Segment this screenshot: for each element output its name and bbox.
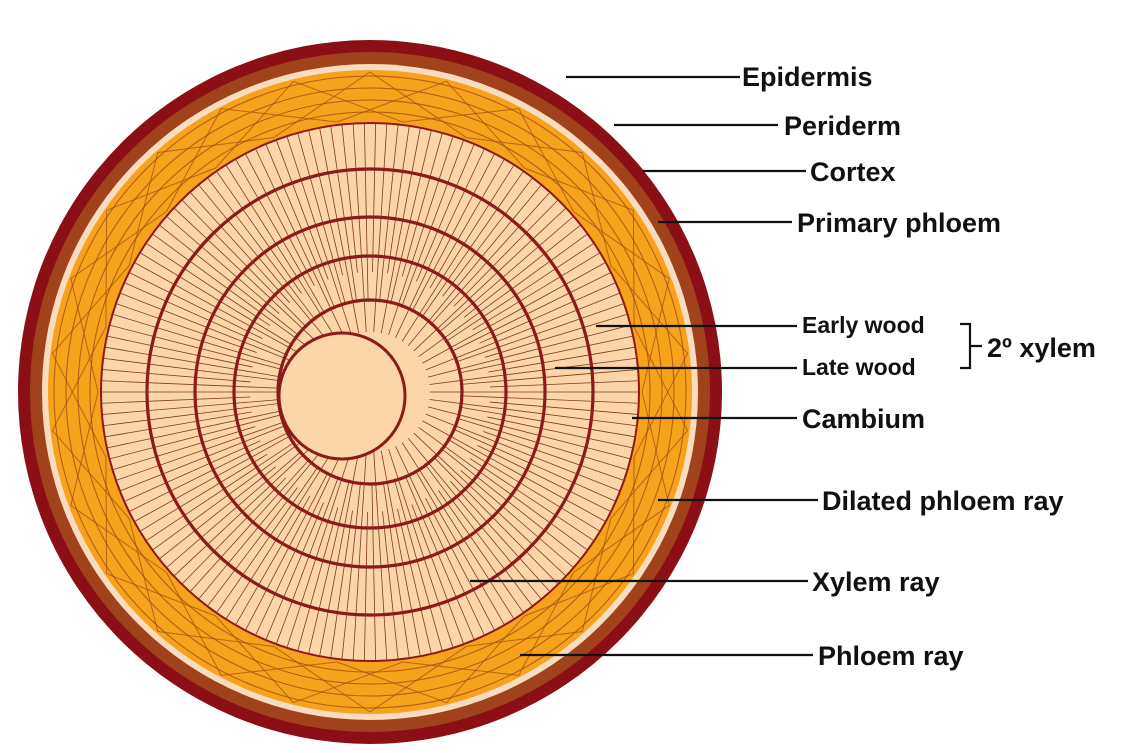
label-epidermis: Epidermis (742, 62, 873, 92)
label-secondary-xylem: 2º xylem (987, 333, 1096, 363)
label-cambium: Cambium (802, 404, 925, 434)
label-periderm: Periderm (784, 111, 901, 141)
label-early-wood: Early wood (802, 312, 925, 338)
label-xylem-ray: Xylem ray (812, 567, 940, 597)
label-dilated-phloem-ray: Dilated phloem ray (822, 486, 1064, 516)
pith (279, 333, 405, 459)
label-cortex: Cortex (810, 157, 896, 187)
label-late-wood: Late wood (802, 354, 916, 380)
label-phloem-ray: Phloem ray (818, 641, 964, 671)
secondary-xylem-bracket (960, 324, 982, 368)
label-primary-phloem: Primary phloem (797, 208, 1001, 238)
